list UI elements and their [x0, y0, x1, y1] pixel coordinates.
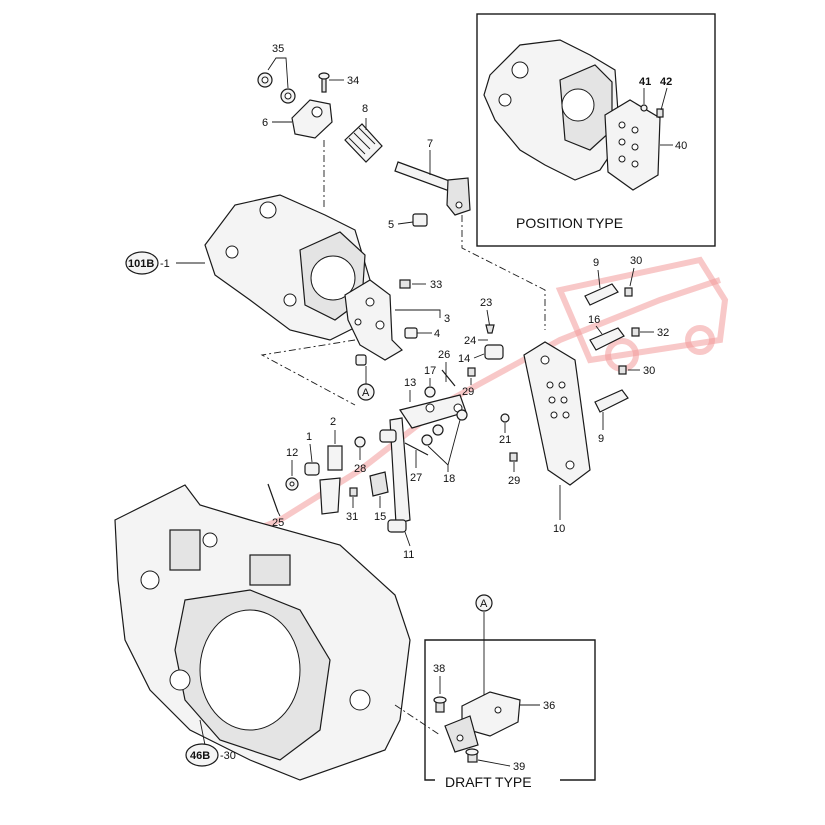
callout-30-b: 30 [643, 365, 655, 377]
valve-body-assembly: 101B -1 33 3 4 A [125, 194, 450, 406]
linkage-parts: 23 24 14 29 26 17 13 18 27 21 29 [267, 255, 669, 561]
callout-18: 18 [443, 473, 455, 485]
ref-marker-a-draft: A [480, 598, 488, 610]
callout-17: 17 [424, 365, 436, 377]
callout-42: 42 [660, 76, 672, 88]
callout-9-b: 9 [598, 433, 604, 445]
callout-3: 3 [444, 313, 450, 325]
ref-badge-46b [185, 743, 219, 767]
callout-21: 21 [499, 434, 511, 446]
callout-5: 5 [388, 219, 394, 231]
callout-29-b: 29 [508, 475, 520, 487]
callout-7: 7 [427, 138, 433, 150]
callout-30-a: 30 [630, 255, 642, 267]
callout-23: 23 [480, 297, 492, 309]
ref-badge-46b-suffix: -30 [220, 750, 236, 762]
draft-type-title: DRAFT TYPE [445, 774, 532, 790]
callout-8: 8 [362, 103, 368, 115]
ref-badge-101b-suffix: -1 [160, 258, 170, 270]
callout-24: 24 [464, 335, 476, 347]
callout-31: 31 [346, 511, 358, 523]
callout-14: 14 [458, 353, 470, 365]
position-type-inset: 41 42 40 POSITION TYPE [476, 13, 716, 247]
callout-35: 35 [272, 43, 284, 55]
top-parts: 35 34 6 8 7 5 [257, 43, 546, 330]
callout-40: 40 [675, 140, 687, 152]
ref-badge-101b-label: 101B [128, 258, 154, 270]
ref-marker-a-top: A [362, 387, 370, 399]
callout-26: 26 [438, 349, 450, 361]
callout-32: 32 [657, 327, 669, 339]
transmission-case: 46B -30 [114, 484, 441, 781]
callout-39: 39 [513, 761, 525, 773]
ref-badge-101b [125, 251, 159, 275]
callout-11: 11 [403, 549, 414, 561]
callout-25: 25 [272, 517, 284, 529]
draft-type-inset: DRAFT TYPE A 36 38 39 [424, 594, 596, 790]
callout-28: 28 [354, 463, 366, 475]
callout-33: 33 [430, 279, 442, 291]
callout-27: 27 [410, 472, 422, 484]
callout-34: 34 [347, 75, 359, 87]
ref-badge-46b-label: 46B [190, 750, 210, 762]
callout-6: 6 [262, 117, 268, 129]
callout-38: 38 [433, 663, 445, 675]
callout-13: 13 [404, 377, 416, 389]
callout-9-a: 9 [593, 257, 599, 269]
callout-29-a: 29 [462, 386, 474, 398]
position-type-title: POSITION TYPE [516, 215, 623, 231]
callout-41: 41 [639, 76, 651, 88]
callout-16: 16 [588, 314, 600, 326]
callout-2: 2 [330, 416, 336, 428]
callout-4: 4 [434, 328, 440, 340]
callout-36: 36 [543, 700, 555, 712]
callout-10: 10 [553, 523, 565, 535]
callout-1: 1 [306, 431, 312, 443]
callout-12: 12 [286, 447, 298, 459]
callout-15: 15 [374, 511, 386, 523]
